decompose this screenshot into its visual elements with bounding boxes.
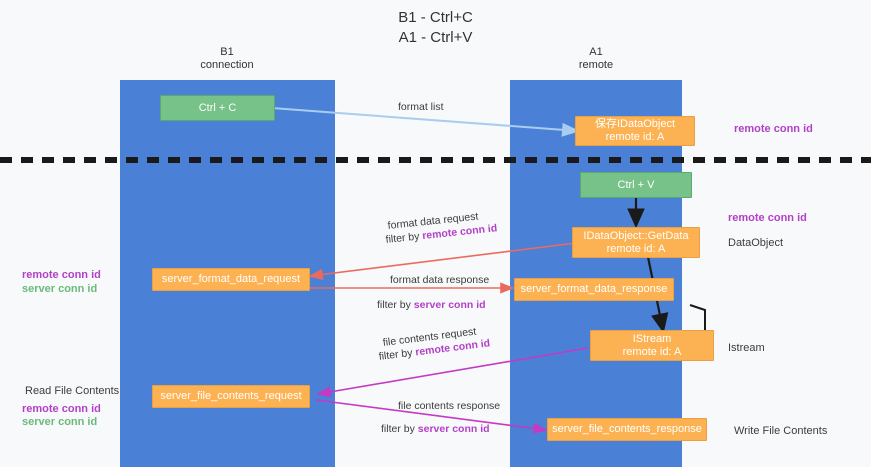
node-server-file-contents-response[interactable]: server_file_contents_response — [547, 418, 707, 441]
lane-header-b1-sub: connection — [200, 59, 254, 71]
node-save-idataobject-line2: remote id: A — [605, 131, 665, 143]
annotation-dataobject: DataObject — [728, 237, 784, 249]
annotation-istream: Istream — [728, 342, 765, 354]
annotation-write-file-contents: Write File Contents — [734, 425, 828, 437]
node-server-file-contents-request[interactable]: server_file_contents_request — [152, 385, 310, 408]
node-server-format-data-response-label: server_format_data_response — [520, 283, 668, 295]
annotation-left-server-conn-id-bottom: server conn id — [22, 416, 98, 428]
node-save-idataobject-line1: 保存IDataObject — [594, 118, 676, 130]
filter-prefix: filter by — [377, 299, 414, 311]
annotation-remote-conn-id-mid: remote conn id — [728, 212, 807, 224]
node-getdata-line2: remote id: A — [606, 242, 666, 255]
lane-header-a1-sub: remote — [578, 59, 614, 71]
node-istream-line2: remote id: A — [622, 345, 682, 358]
lane-header-b1-name: B1 — [220, 46, 234, 58]
node-idataobject-getdata[interactable]: IDataObject::GetData remote id: A — [572, 227, 700, 258]
lane-header-a1: A1 remote — [521, 46, 671, 72]
annotation-left-server-conn-id-mid: server conn id — [22, 283, 98, 295]
lane-header-b1: B1 connection — [152, 46, 302, 72]
edge-label-format-list: format list — [398, 101, 444, 113]
node-server-format-data-request[interactable]: server_format_data_request — [152, 268, 310, 291]
annotation-remote-conn-id-top: remote conn id — [734, 123, 813, 135]
node-ctrl-v[interactable]: Ctrl + V — [580, 172, 692, 198]
filter-prefix: filter by — [381, 423, 418, 435]
node-save-idataobject[interactable]: 保存IDataObject remote id: A — [575, 116, 695, 146]
node-server-format-data-response[interactable]: server_format_data_response — [514, 278, 674, 301]
annotation-read-file-contents: Read File Contents — [25, 385, 120, 397]
filter-prefix: filter by — [385, 230, 423, 246]
node-server-file-contents-response-label: server_file_contents_response — [552, 423, 702, 435]
filter-value-server-conn-id: server conn id — [417, 423, 490, 435]
filter-value-server-conn-id: server conn id — [413, 299, 486, 311]
edge-label-format-data-response-filter: filter by server conn id — [377, 298, 486, 312]
node-server-format-data-request-label: server_format_data_request — [161, 273, 301, 285]
title-line-2: A1 - Ctrl+V — [398, 29, 473, 46]
annotation-left-remote-conn-id-bottom: remote conn id — [22, 403, 101, 415]
node-istream[interactable]: IStream remote id: A — [590, 330, 714, 361]
node-ctrl-v-label: Ctrl + V — [617, 178, 655, 191]
filter-prefix: filter by — [378, 346, 417, 363]
lane-header-a1-name: A1 — [589, 46, 603, 58]
node-ctrl-c[interactable]: Ctrl + C — [160, 95, 275, 121]
edge-label-file-contents-response: file contents response — [398, 400, 501, 412]
node-istream-line1: IStream — [632, 332, 672, 345]
edge-label-file-contents-response-filter: filter by server conn id — [381, 422, 490, 436]
diagram-title: B1 - Ctrl+C A1 - Ctrl+V — [0, 8, 871, 48]
edge-label-format-data-response: format data response — [390, 274, 490, 286]
annotation-left-remote-conn-id-mid: remote conn id — [22, 269, 101, 281]
node-ctrl-c-label: Ctrl + C — [198, 101, 237, 114]
title-line-1: B1 - Ctrl+C — [398, 9, 473, 26]
node-getdata-line1: IDataObject::GetData — [583, 229, 689, 242]
node-server-file-contents-request-label: server_file_contents_request — [160, 390, 302, 402]
